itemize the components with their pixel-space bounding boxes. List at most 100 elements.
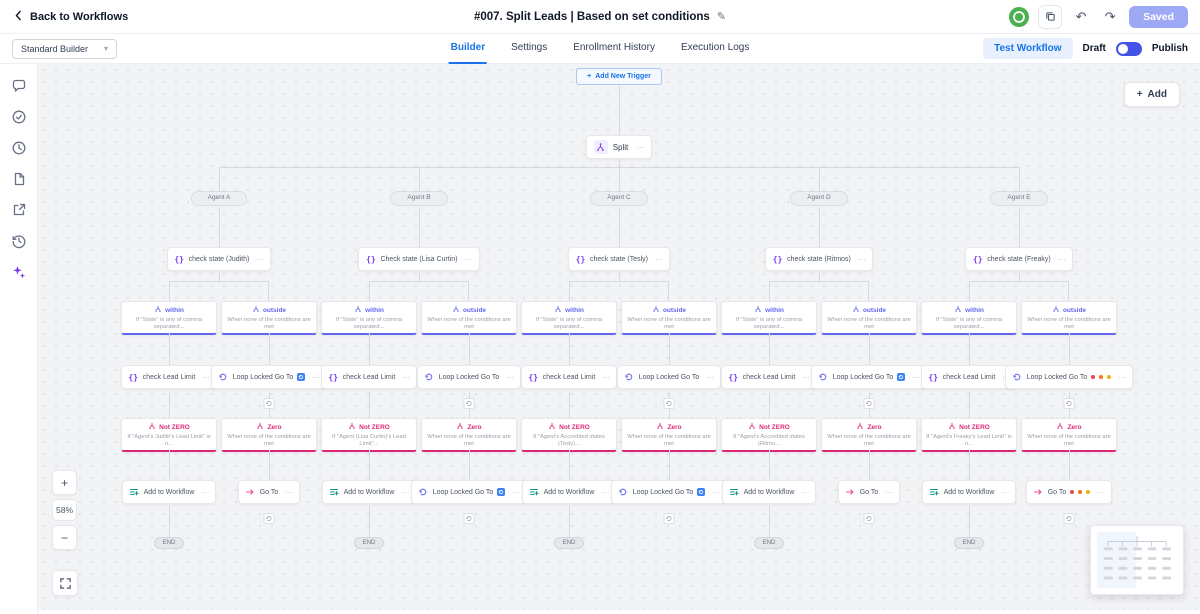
node-menu-icon[interactable]: ⋯ <box>1118 372 1127 382</box>
node-menu-icon[interactable]: ⋯ <box>506 372 515 382</box>
add-new-trigger-button[interactable]: + Add New Trigger <box>576 68 662 85</box>
check-lead-limit-node[interactable]: {}check Lead Limit⋯ <box>320 365 418 389</box>
check-lead-limit-node[interactable]: {}check Lead Limit⋯ <box>920 365 1018 389</box>
add-to-workflow-node[interactable]: Add to Workflow⋯ <box>921 480 1017 504</box>
goto-marker-badge[interactable] <box>263 398 275 409</box>
node-menu-icon[interactable]: ⋯ <box>201 487 210 497</box>
tab-builder[interactable]: Builder <box>448 34 488 64</box>
agent-label[interactable]: Agent D <box>790 191 848 206</box>
redo-button[interactable]: ↷ <box>1104 8 1116 24</box>
node-menu-icon[interactable]: ⋯ <box>601 487 610 497</box>
saved-button[interactable]: Saved <box>1129 5 1188 28</box>
automation-sparkles-icon[interactable] <box>11 264 27 280</box>
node-menu-icon[interactable]: ⋯ <box>912 372 921 382</box>
comments-icon[interactable] <box>11 78 27 94</box>
node-menu-icon[interactable]: ⋯ <box>256 254 265 264</box>
loop-locked-goto-node[interactable]: Loop Locked Go To⋯ <box>1004 365 1134 389</box>
agent-label[interactable]: Agent E <box>990 191 1048 206</box>
check-lead-limit-node[interactable]: {}check Lead Limit⋯ <box>120 365 218 389</box>
tasks-check-icon[interactable] <box>11 109 27 125</box>
loop-locked-goto-node[interactable]: Loop Locked Go To⋯ <box>416 365 522 389</box>
agent-label[interactable]: Agent A <box>190 191 248 206</box>
add-to-workflow-node[interactable]: Add to Workflow⋯ <box>721 480 817 504</box>
goto-marker-badge[interactable] <box>663 398 675 409</box>
minimap[interactable] <box>1090 525 1184 595</box>
goto-marker-badge[interactable] <box>1063 513 1075 524</box>
check-state-node[interactable]: {}check state (Freaky)⋯ <box>965 247 1073 271</box>
goto-marker-badge[interactable] <box>863 513 875 524</box>
tab-enrollment-history[interactable]: Enrollment History <box>573 42 655 53</box>
goto-marker-badge[interactable] <box>463 513 475 524</box>
tab-execution-logs[interactable]: Execution Logs <box>680 42 750 53</box>
zoom-out-button[interactable]: − <box>52 525 77 550</box>
edit-title-icon[interactable]: ✎ <box>716 11 727 23</box>
tab-settings[interactable]: Settings <box>511 42 548 53</box>
node-menu-icon[interactable]: ⋯ <box>654 254 663 264</box>
node-menu-icon[interactable]: ⋯ <box>636 142 645 152</box>
add-to-workflow-node[interactable]: Add to Workflow⋯ <box>521 480 617 504</box>
fullscreen-button[interactable] <box>52 570 78 596</box>
node-menu-icon[interactable]: ⋯ <box>402 372 411 382</box>
document-icon[interactable] <box>11 171 27 187</box>
check-state-node[interactable]: {}check state (Tesly)⋯ <box>568 247 670 271</box>
split-node[interactable]: Split ⋯ <box>585 135 653 159</box>
back-to-workflows-button[interactable]: Back to Workflows <box>12 9 128 25</box>
node-menu-icon[interactable]: ⋯ <box>464 254 473 264</box>
node-menu-icon[interactable]: ⋯ <box>857 254 866 264</box>
goto-marker-badge[interactable] <box>863 398 875 409</box>
goto-node[interactable]: Go To⋯ <box>1025 480 1113 504</box>
node-menu-icon[interactable]: ⋯ <box>706 372 715 382</box>
history-icon[interactable] <box>11 233 27 249</box>
node-menu-icon[interactable]: ⋯ <box>401 487 410 497</box>
node-menu-icon[interactable]: ⋯ <box>602 372 611 382</box>
draft-publish-toggle[interactable] <box>1115 41 1142 56</box>
check-lead-limit-node[interactable]: {}check Lead Limit⋯ <box>720 365 818 389</box>
add-to-workflow-node[interactable]: Add to Workflow⋯ <box>321 480 417 504</box>
credits-badge-icon[interactable] <box>1009 6 1030 27</box>
node-menu-icon[interactable]: ⋯ <box>312 372 321 382</box>
node-menu-icon[interactable]: ⋯ <box>712 487 721 497</box>
add-to-workflow-node[interactable]: Add to Workflow⋯ <box>121 480 217 504</box>
goto-node[interactable]: Go To⋯ <box>837 480 901 504</box>
node-menu-icon[interactable]: ⋯ <box>1097 487 1106 497</box>
check-state-node[interactable]: {}check state (Ritmos)⋯ <box>765 247 873 271</box>
agent-label[interactable]: Agent B <box>390 191 448 206</box>
goto-node[interactable]: Loop Locked Go To⋯ <box>410 480 528 504</box>
goto-marker-badge[interactable] <box>663 513 675 524</box>
goto-node[interactable]: Go To⋯ <box>237 480 301 504</box>
goto-marker-badge[interactable] <box>463 398 475 409</box>
check-state-node[interactable]: {}Check state (Lisa Curtin)⋯ <box>358 247 480 271</box>
pending-clock-icon[interactable] <box>11 140 27 156</box>
node-menu-icon[interactable]: ⋯ <box>202 372 211 382</box>
add-node-button[interactable]: + Add <box>1123 82 1180 107</box>
goto-marker-badge[interactable] <box>1063 398 1075 409</box>
test-workflow-button[interactable]: Test Workflow <box>983 38 1073 59</box>
loop-locked-goto-node[interactable]: Loop Locked Go To⋯ <box>616 365 722 389</box>
node-menu-icon[interactable]: ⋯ <box>802 372 811 382</box>
loop-locked-goto-node[interactable]: Loop Locked Go To⋯ <box>810 365 928 389</box>
check-state-node[interactable]: {}check state (Judith)⋯ <box>166 247 272 271</box>
goto-marker-badge[interactable] <box>263 513 275 524</box>
zoom-in-button[interactable]: + <box>52 470 77 495</box>
builder-mode-select[interactable]: Standard Builder ▾ <box>12 38 118 59</box>
agent-label[interactable]: Agent C <box>590 191 648 206</box>
node-menu-icon[interactable]: ⋯ <box>801 487 810 497</box>
